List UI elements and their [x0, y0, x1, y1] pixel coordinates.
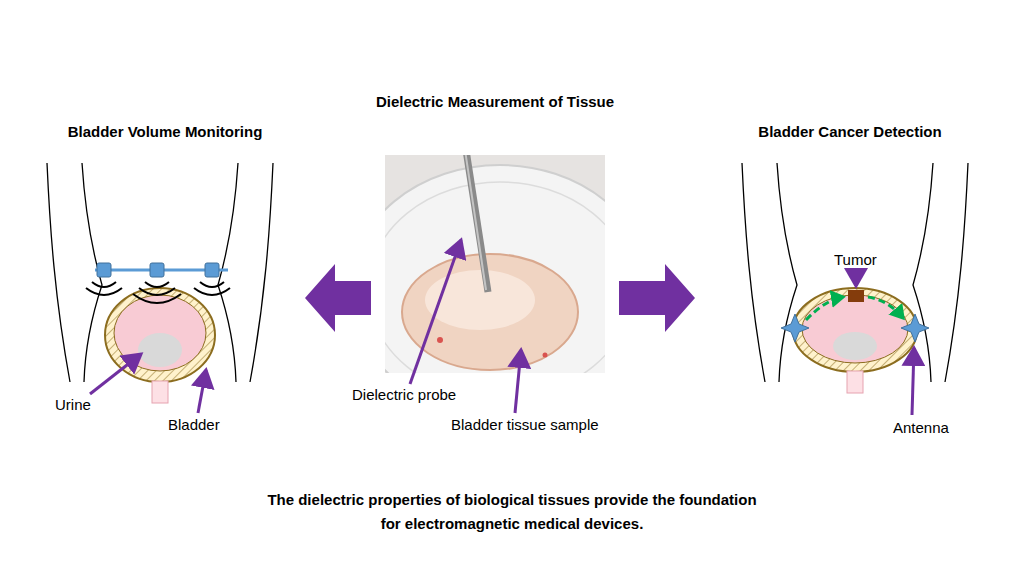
antenna-symbol — [781, 314, 809, 342]
panel: Bladder Volume Monitoring — [30, 123, 300, 443]
urine — [138, 333, 182, 367]
body-outline — [47, 163, 273, 382]
signal-path — [868, 297, 903, 318]
tissue-photo — [385, 155, 605, 373]
urethra — [847, 371, 863, 393]
panel-heading: Bladder Cancer Detection — [758, 123, 941, 140]
part-label: Dielectric probe — [352, 387, 456, 403]
sensor — [205, 263, 219, 277]
part-label: Urine — [55, 397, 91, 413]
block-arrow — [619, 264, 695, 332]
antenna-symbol — [901, 314, 929, 342]
panel: Bladder Cancer Detection — [700, 123, 1000, 443]
leader-line — [198, 370, 206, 413]
part-label: Tumor — [834, 252, 877, 268]
leader-line — [410, 240, 461, 384]
urethra — [152, 381, 168, 403]
leader-line — [855, 272, 858, 286]
panel: Dielectric Measurement of Tissue — [385, 93, 605, 373]
panel-heading: Bladder Volume Monitoring — [68, 123, 263, 140]
signal-path — [806, 297, 843, 320]
panel-heading: Dielectric Measurement of Tissue — [376, 93, 614, 110]
sensor — [97, 263, 111, 277]
bladder-inside — [114, 295, 206, 371]
block-arrow — [305, 264, 371, 332]
leader-line — [912, 348, 914, 415]
waves — [86, 282, 230, 303]
body-outline — [742, 163, 968, 382]
urine — [833, 332, 877, 360]
part-label: Bladder tissue sample — [451, 417, 599, 433]
bladder-wall — [793, 288, 917, 372]
tumor — [848, 290, 864, 302]
sensor — [150, 263, 164, 277]
bladder-inside — [802, 295, 908, 363]
part-label: Antenna — [893, 420, 949, 436]
caption: The dielectric properties of biological … — [262, 488, 762, 536]
leader-line — [90, 354, 141, 394]
part-label: Bladder — [168, 417, 220, 433]
leader-line — [515, 350, 521, 413]
